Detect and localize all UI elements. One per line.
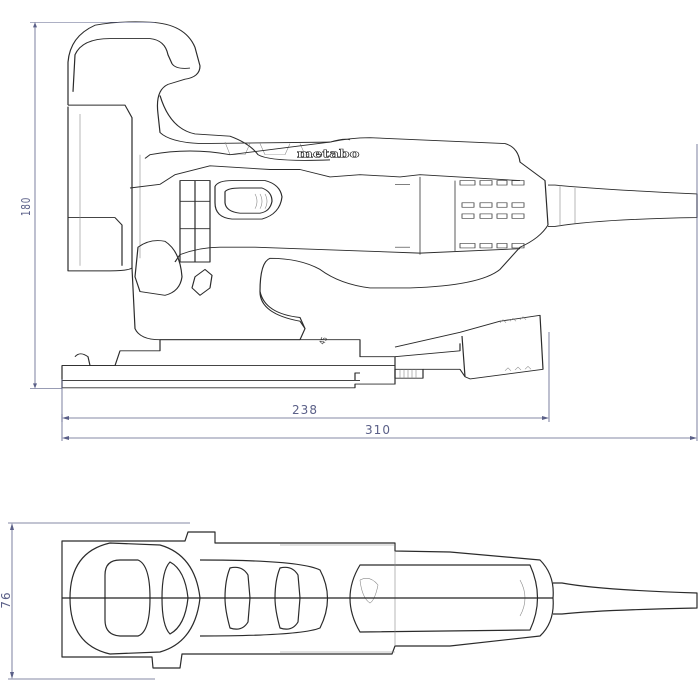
power-cord	[548, 184, 698, 227]
handle-outline	[67, 21, 351, 145]
dimension-238: 238	[61, 332, 550, 422]
vent-grille	[395, 176, 525, 255]
dimension-310: 310	[61, 144, 698, 441]
svg-text:310: 310	[365, 423, 391, 437]
svg-text:180: 180	[20, 197, 34, 216]
pendulum-lever	[134, 240, 183, 296]
top-body-outline	[61, 531, 554, 669]
dimension-180: 180	[20, 21, 155, 389]
top-power-cord	[553, 582, 698, 615]
brand-logo: metabo	[297, 148, 360, 161]
base-plate	[61, 339, 396, 389]
motor-housing	[144, 137, 549, 329]
dust-extraction-nozzle	[394, 314, 544, 380]
svg-text:238: 238	[292, 403, 318, 417]
bevel-mark: 45	[317, 336, 330, 346]
rear-column	[67, 104, 133, 272]
top-view	[61, 531, 698, 669]
bevel-scale	[394, 368, 424, 379]
side-view: metabo 45	[61, 21, 698, 389]
